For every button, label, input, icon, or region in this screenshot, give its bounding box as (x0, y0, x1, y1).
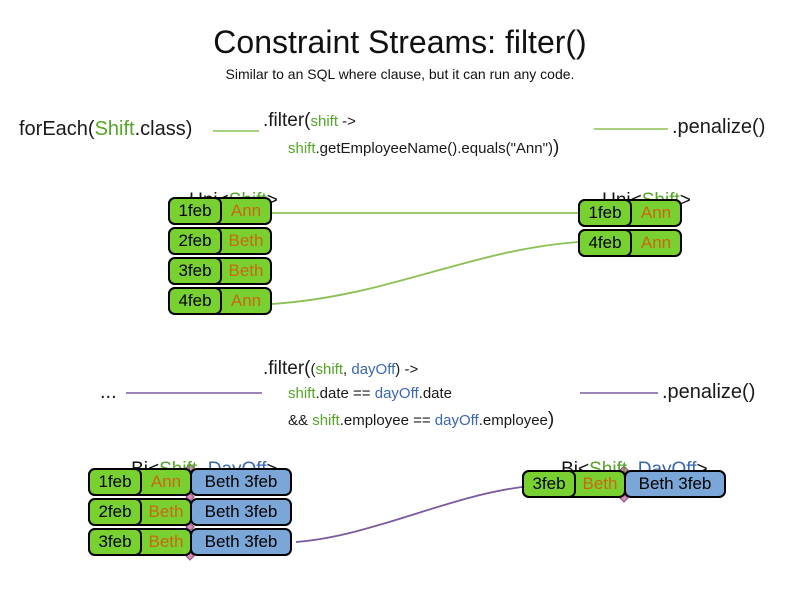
shift-employee: Ann (640, 203, 672, 222)
shift-employee: Beth (228, 231, 264, 250)
foreach-pre: forEach( (19, 118, 95, 140)
uni-left-row-3: 3feb Beth (168, 257, 272, 285)
penalize2-code: .penalize() (662, 381, 756, 403)
filter2-param2: dayOff (351, 361, 396, 378)
shift-pair: 2feb Beth (88, 498, 192, 526)
uni-right-row-1: 1feb Ann (578, 199, 682, 227)
uni-right-post: > (679, 190, 691, 211)
bi-right-post: > (697, 459, 708, 480)
shift-date: 3feb (168, 257, 222, 285)
shift-date: 3feb (522, 470, 576, 498)
filter2-amp: && (288, 412, 313, 429)
filter2-mid2: .date (418, 385, 453, 402)
filter2-var1: shift (288, 385, 316, 402)
uni-left-row-1: 1feb Ann (168, 197, 272, 225)
filter1-expr: .getEmployeeName().equals("Ann") (315, 140, 553, 157)
shift-date: 3feb (88, 528, 142, 556)
match-line-4feb (271, 241, 579, 305)
uni-left-post: > (266, 190, 278, 211)
bi-right-row-1: 3feb Beth Beth 3feb (522, 470, 726, 498)
filter1-head: .filter(shift -> (263, 110, 356, 132)
page-title: Constraint Streams: filter() (213, 24, 587, 60)
shift-employee: Ann (230, 291, 262, 310)
filter2-open-paren: ( (310, 361, 316, 378)
foreach-code: forEach(Shift.class) (19, 118, 192, 141)
filter2-var1b: shift (312, 412, 340, 429)
dayoff-box: Beth 3feb (190, 498, 292, 526)
shift-employee: Beth (148, 502, 184, 521)
dayoff-box: Beth 3feb (190, 528, 292, 556)
ellipsis: ... (100, 381, 117, 403)
shift-date: 2feb (168, 227, 222, 255)
shift-date: 4feb (578, 229, 632, 257)
filter1-arrow: -> (338, 113, 356, 130)
bi-right-comma: , (627, 459, 638, 480)
filter2-close-paren: ) (547, 409, 555, 430)
bi-left-row-3: 3feb Beth Beth 3feb (88, 528, 292, 556)
page-subtitle: Similar to an SQL where clause, but it c… (225, 66, 575, 82)
uni-left-row-4: 4feb Ann (168, 287, 272, 315)
bi-left-row-2: 2feb Beth Beth 3feb (88, 498, 292, 526)
filter2-arrow: ) -> (395, 361, 419, 378)
shift-employee: Beth (228, 261, 264, 280)
shift-employee: Ann (230, 201, 262, 220)
uni-right-row-2: 4feb Ann (578, 229, 682, 257)
filter1-body: shift.getEmployeeName().equals("Ann")) (288, 137, 559, 159)
filter2-keyword: .filter( (263, 358, 311, 379)
dayoff-box: Beth 3feb (624, 470, 726, 498)
shift-employee: Beth (148, 532, 184, 551)
shift-date: 2feb (88, 498, 142, 526)
filter2-var2: dayOff (374, 385, 419, 402)
filter2-body1: shift.date == dayOff.date (288, 385, 452, 402)
filter2-body2: && shift.employee == dayOff.employee) (288, 409, 554, 431)
filter2-comma: , (343, 361, 352, 378)
filter2-head: .filter((shift, dayOff) -> (263, 358, 418, 380)
shift-pair: 1feb Ann (88, 468, 192, 496)
shift-pair: 3feb Beth (522, 470, 626, 498)
filter2-mid1b: .employee == (339, 412, 435, 429)
shift-pair: 3feb Beth (88, 528, 192, 556)
match-line-bi (295, 486, 523, 543)
shift-employee: Ann (640, 233, 672, 252)
filter2-param1: shift (315, 361, 344, 378)
shift-employee: Ann (150, 472, 182, 491)
foreach-post: .class) (134, 118, 193, 140)
filter1-var: shift (288, 140, 316, 157)
filter1-keyword: .filter( (263, 110, 311, 131)
shift-date: 1feb (578, 199, 632, 227)
foreach-type: Shift (94, 118, 135, 140)
filter2-var2b: dayOff (434, 412, 479, 429)
bi-left-row-1: 1feb Ann Beth 3feb (88, 468, 292, 496)
shift-date: 1feb (88, 468, 142, 496)
filter1-param: shift (310, 113, 339, 130)
uni-left-row-2: 2feb Beth (168, 227, 272, 255)
filter2-mid1: .date == (315, 385, 375, 402)
filter2-mid2b: .employee (478, 412, 548, 429)
shift-date: 1feb (168, 197, 222, 225)
penalize1-code: .penalize() (672, 116, 766, 138)
shift-date: 4feb (168, 287, 222, 315)
dayoff-box: Beth 3feb (190, 468, 292, 496)
shift-employee: Beth (582, 474, 618, 493)
filter1-close-paren: ) (552, 137, 560, 158)
